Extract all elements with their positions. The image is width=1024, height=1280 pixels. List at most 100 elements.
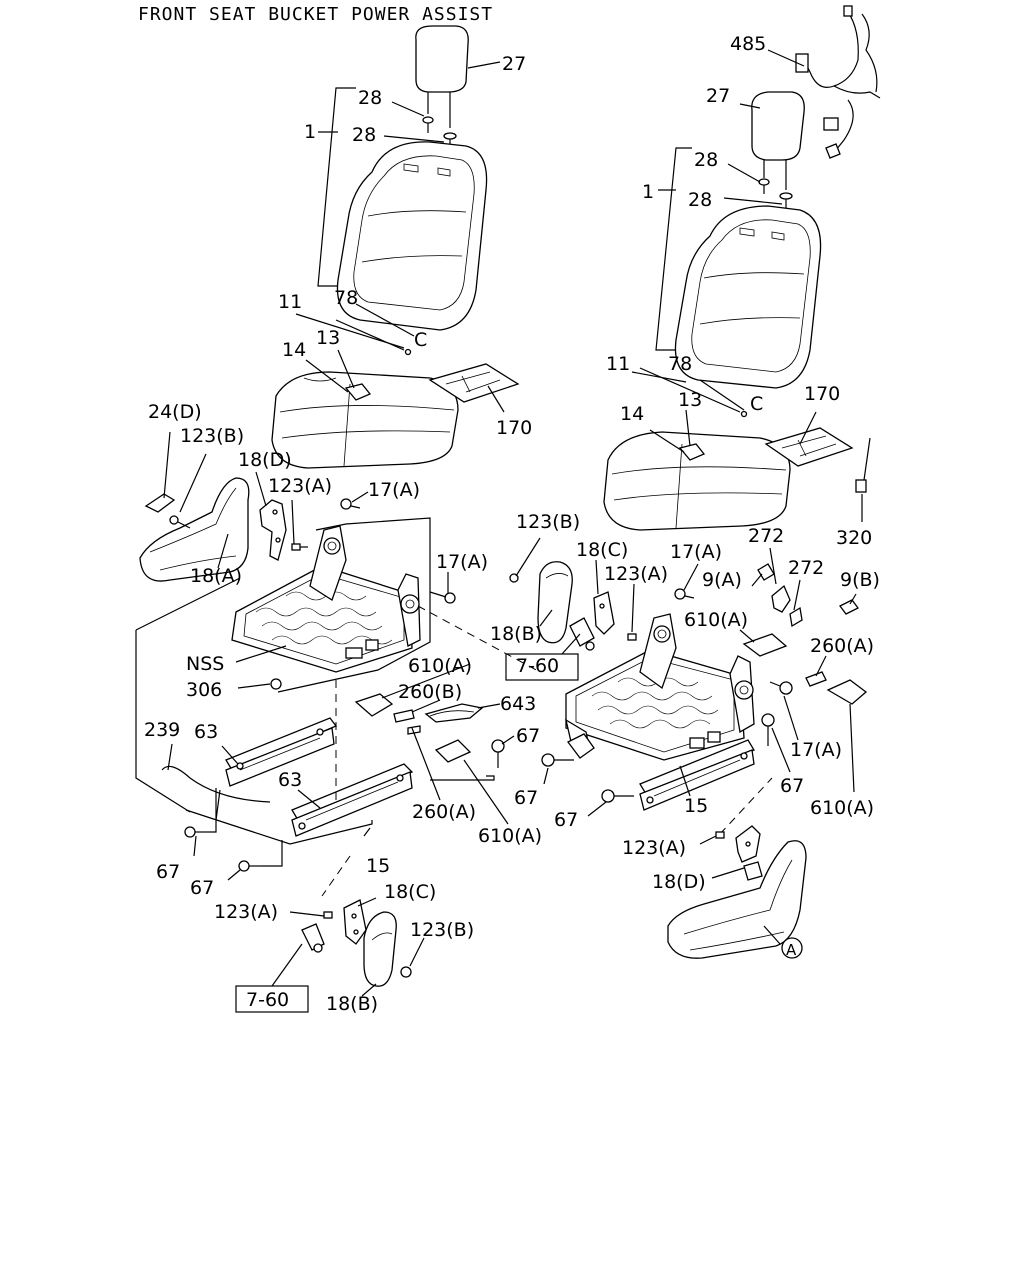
- label-18d-right: 18(D): [652, 871, 706, 893]
- headrest-guide-right-icon: [758, 178, 793, 210]
- leader-67-mid: [430, 775, 495, 781]
- label-123a-right-lower: 123(A): [622, 837, 686, 859]
- label-78-right: 78: [668, 353, 692, 375]
- cover-610a-right-bottom-icon: [826, 679, 868, 705]
- seat-frame-right-icon: [565, 613, 755, 761]
- label-610a-right-top: 610(A): [684, 609, 748, 631]
- buckle-right-icon: [569, 617, 595, 651]
- label-170-left: 170: [496, 417, 532, 439]
- side-cover-a-right-icon: [667, 840, 807, 959]
- clip-78-left: [404, 348, 412, 356]
- bolt-123a-right-lower-icon: [715, 831, 725, 839]
- bolt-123a-right-icon: [627, 633, 637, 641]
- label-18c-left: 18(C): [384, 881, 436, 903]
- bolt-123a-lower-icon: [323, 911, 333, 919]
- label-610a-right-bottom: 610(A): [810, 797, 874, 819]
- label-1-left: 1: [304, 121, 316, 143]
- bolt-17a-left-mid-icon: [429, 591, 456, 604]
- label-260b: 260(B): [398, 681, 462, 703]
- side-cover-18b-left-icon: [363, 911, 397, 987]
- bolt-17a-right-top-icon: [674, 588, 695, 600]
- seatback-left-icon: [336, 141, 488, 331]
- lower-centerline-left: [321, 855, 351, 897]
- label-239: 239: [144, 719, 180, 741]
- seat-rail-63b-icon: [291, 763, 414, 837]
- label-272-b: 272: [788, 557, 824, 579]
- label-28-right-a: 28: [694, 149, 718, 171]
- knob-272a-icon: [771, 584, 791, 613]
- label-67-right-a: 67: [514, 787, 538, 809]
- leader-7-60-left: [271, 943, 303, 987]
- label-17a-left-top: 17(A): [368, 479, 420, 501]
- label-17a-right-top: 17(A): [670, 541, 722, 563]
- rail-outline-bottom: [185, 809, 373, 845]
- label-272-a: 272: [748, 525, 784, 547]
- label-123a-left-top: 123(A): [268, 475, 332, 497]
- label-11-left: 11: [278, 291, 302, 313]
- label-610a-mid-bottom: 610(A): [478, 825, 542, 847]
- label-circle-a[interactable]: A: [786, 941, 797, 959]
- wire-11-right: [639, 367, 741, 413]
- group-bracket-right: [655, 147, 692, 351]
- group-bracket-left: [317, 87, 356, 287]
- diagram-title: FRONT SEAT BUCKET POWER ASSIST: [138, 4, 493, 25]
- clip-260b-left-icon: [393, 709, 421, 735]
- label-123b-left-top: 123(B): [180, 425, 244, 447]
- label-18a: 18(A): [190, 565, 242, 587]
- buckle-left-icon: [301, 923, 325, 953]
- bolt-123a-left-icon: [291, 543, 308, 551]
- label-28-right-b: 28: [688, 189, 712, 211]
- ref-box-7-60-left[interactable]: [235, 985, 309, 1013]
- centerline-right: [719, 777, 773, 835]
- sensor-320-icon: [855, 437, 871, 493]
- headrest-right-icon: [751, 91, 805, 190]
- ref-circle-a[interactable]: [781, 937, 803, 959]
- frame-outline-left: [135, 577, 241, 631]
- cover-610a-left-icon: [354, 693, 472, 763]
- label-15-right: 15: [684, 795, 708, 817]
- label-13-right: 13: [678, 389, 702, 411]
- label-63-lower: 63: [278, 769, 302, 791]
- part-24d-icon: [144, 493, 176, 513]
- label-260a-mid: 260(A): [412, 801, 476, 823]
- label-67-right-c: 67: [780, 775, 804, 797]
- bolt-67-right-c-icon: [761, 713, 775, 746]
- label-15-left: 15: [366, 855, 390, 877]
- label-320: 320: [836, 527, 872, 549]
- label-17a-left-mid: 17(A): [436, 551, 488, 573]
- leader-7-60-right: [561, 633, 581, 655]
- label-27-left: 27: [502, 53, 526, 75]
- label-260a-right: 260(A): [810, 635, 874, 657]
- seat-cushion-right-icon: [603, 431, 791, 531]
- label-13-left: 13: [316, 327, 340, 349]
- label-170-right: 170: [804, 383, 840, 405]
- ref-box-7-60-right[interactable]: [505, 653, 579, 681]
- bolt-67-rail-a-icon: [184, 788, 217, 838]
- label-67-left-b: 67: [190, 877, 214, 899]
- bracket-18d-left-icon: [259, 499, 287, 561]
- bolt-67-rail-b-icon: [238, 840, 283, 872]
- headrest-left-icon: [415, 25, 469, 128]
- clip-260a-right-icon: [805, 671, 827, 687]
- part-labels: 27 28 1 28 11 78 13 14 170 24(D) 123(B) …: [144, 33, 880, 1015]
- label-78-left: 78: [334, 287, 358, 309]
- wire-harness-485-icon: [795, 5, 881, 159]
- insulator-pad-right-icon: [764, 427, 854, 467]
- bolt-67-right-a-icon: [541, 733, 595, 767]
- label-63-upper: 63: [194, 721, 218, 743]
- clip-78-right: [740, 410, 748, 418]
- insulator-pad-left-icon: [428, 363, 520, 403]
- label-nss: NSS: [186, 653, 224, 675]
- seatback-right-icon: [674, 205, 822, 389]
- c-mark-left: C: [414, 329, 427, 351]
- label-67-mid: 67: [516, 725, 540, 747]
- bolt-123b-left-icon: [169, 515, 191, 529]
- label-7-60-left[interactable]: 7-60: [246, 989, 289, 1011]
- label-7-60-right[interactable]: 7-60: [516, 655, 559, 677]
- knob-9a-icon: [757, 563, 775, 581]
- bolt-67-mid-icon: [491, 739, 505, 768]
- label-14-left: 14: [282, 339, 306, 361]
- bolt-67-right-b-icon: [601, 789, 634, 803]
- label-28-left-b: 28: [352, 124, 376, 146]
